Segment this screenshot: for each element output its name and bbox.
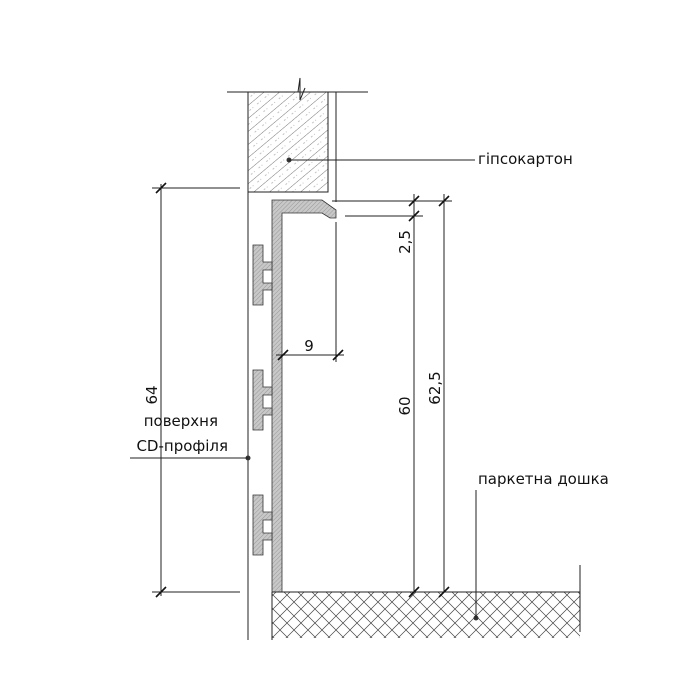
dimension-right (332, 194, 452, 598)
label-parquet: паркетна дошка (478, 470, 609, 488)
dim-label-9: 9 (304, 337, 314, 355)
label-drywall: гіпсокартон (478, 150, 573, 168)
dim-label-62-5: 62,5 (426, 371, 444, 404)
label-cd-profile-2: CD-профіля (136, 437, 228, 455)
dimension-64 (152, 182, 240, 598)
mounting-clips (252, 244, 273, 556)
dim-label-64: 64 (143, 385, 161, 404)
dimension-9 (276, 222, 344, 362)
dim-label-60: 60 (396, 396, 414, 415)
skirting-profile (271, 199, 337, 593)
dim-label-2-5: 2,5 (396, 230, 414, 254)
parquet-board (272, 592, 580, 638)
drywall-board (247, 91, 329, 193)
label-cd-profile-1: поверхня (144, 412, 218, 430)
